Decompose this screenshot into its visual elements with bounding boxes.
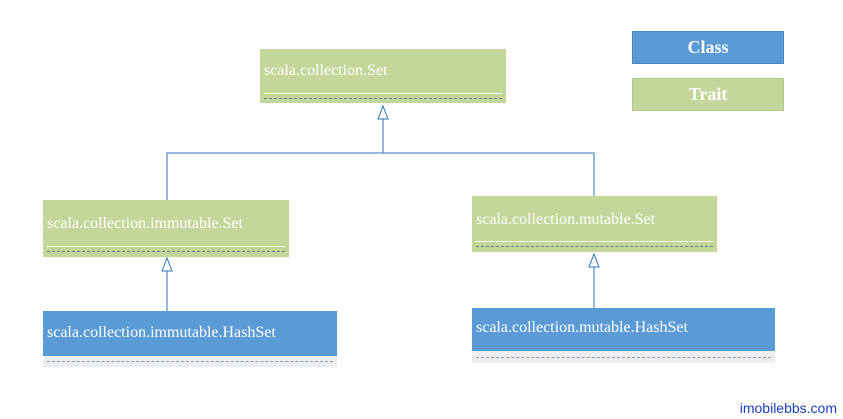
separator bbox=[476, 357, 771, 358]
node-label: scala.collection.mutable.Set bbox=[476, 211, 656, 228]
node-label: scala.collection.immutable.HashSet bbox=[47, 324, 276, 341]
node-label: scala.collection.mutable.HashSet bbox=[476, 319, 688, 336]
watermark: imobilebbs.com bbox=[739, 400, 837, 416]
inheritance-arrowhead-icon bbox=[161, 256, 173, 272]
separator bbox=[47, 246, 285, 247]
class-divider bbox=[43, 361, 337, 362]
legend-trait: Trait bbox=[632, 78, 784, 111]
edge-immutable-set-to-root bbox=[166, 119, 384, 200]
node-scala-collection-immutable-hashset: scala.collection.immutable.HashSet bbox=[43, 311, 337, 356]
inheritance-arrowhead-icon bbox=[377, 104, 389, 120]
node-scala-collection-mutable-set: scala.collection.mutable.Set bbox=[472, 196, 717, 252]
node-label: scala.collection.immutable.Set bbox=[47, 215, 243, 232]
legend-class: Class bbox=[632, 31, 784, 64]
edge-mutable-set-to-root bbox=[383, 152, 595, 196]
separator bbox=[47, 251, 285, 252]
node-scala-collection-mutable-hashset: scala.collection.mutable.HashSet bbox=[472, 308, 775, 351]
separator bbox=[476, 246, 713, 247]
node-scala-collection-immutable-set: scala.collection.immutable.Set bbox=[43, 200, 289, 257]
node-scala-collection-set: scala.collection.Set bbox=[260, 49, 506, 103]
legend-trait-label: Trait bbox=[688, 84, 728, 104]
node-label: scala.collection.Set bbox=[264, 62, 388, 79]
separator bbox=[264, 98, 502, 99]
separator bbox=[476, 241, 713, 242]
legend-class-label: Class bbox=[687, 37, 729, 57]
separator bbox=[47, 361, 333, 362]
class-divider bbox=[472, 357, 775, 358]
inheritance-arrowhead-icon bbox=[588, 252, 600, 268]
separator bbox=[264, 93, 502, 94]
